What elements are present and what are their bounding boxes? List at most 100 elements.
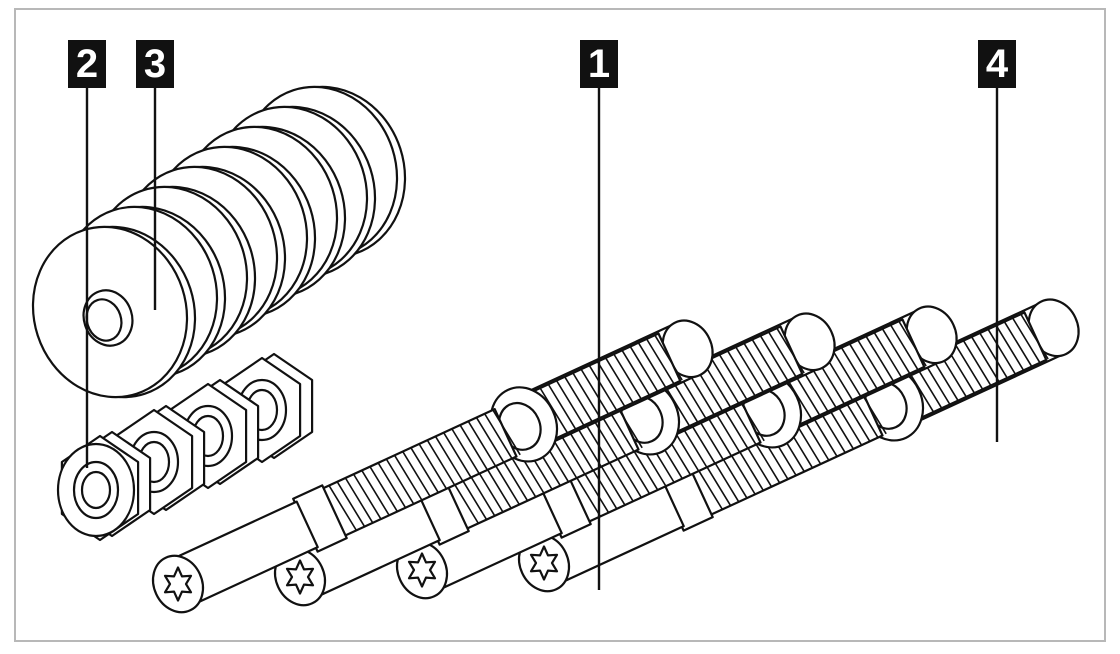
thread-line	[426, 439, 456, 486]
callout-4-label: 4	[985, 42, 1009, 86]
thread-line	[857, 339, 886, 386]
thread-line	[385, 458, 415, 505]
thread-line	[743, 441, 773, 488]
washer-stack	[31, 85, 407, 399]
thread-line	[393, 454, 423, 501]
thread-line	[605, 456, 634, 502]
thread-line	[555, 380, 585, 426]
thread-line	[727, 449, 756, 495]
thread-line	[483, 463, 512, 509]
thread-line	[1011, 317, 1041, 364]
thread-line	[629, 444, 659, 491]
anchor-rod-group	[151, 298, 1080, 614]
thread-line	[377, 462, 407, 509]
thread-line	[491, 459, 520, 505]
thread-line	[547, 383, 577, 430]
thread-line	[344, 477, 374, 524]
torx-socket-icon	[285, 559, 315, 595]
thread-line	[492, 409, 521, 456]
thread-line	[881, 328, 911, 374]
thread-line	[572, 372, 601, 419]
thread-line	[621, 349, 651, 396]
thread-line	[873, 332, 903, 378]
thread-line	[654, 334, 683, 381]
thread-line	[475, 417, 505, 463]
torx-socket-icon	[407, 552, 437, 588]
thread-line	[410, 447, 439, 493]
thread-line	[1003, 321, 1033, 367]
thread-line	[889, 324, 919, 371]
thread-line	[767, 331, 797, 378]
thread-line	[718, 452, 748, 499]
callout-4: 4	[978, 40, 1016, 88]
callout-2-label: 2	[75, 42, 99, 86]
thread-line	[840, 347, 870, 393]
thread-line	[596, 361, 626, 407]
thread-line	[987, 328, 1017, 375]
thread-line	[971, 336, 1000, 383]
thread-line	[418, 443, 448, 490]
thread-line	[451, 428, 480, 475]
thread-line	[645, 338, 675, 385]
thread-line	[759, 335, 789, 381]
thread-line	[710, 358, 740, 404]
thread-line	[995, 325, 1025, 371]
thread-line	[710, 456, 740, 503]
thread-line	[702, 460, 732, 507]
callout-leader-lines	[85, 88, 999, 590]
thread-line	[979, 332, 1008, 379]
anchor-rod	[395, 305, 958, 600]
thread-line	[751, 437, 781, 484]
anchor-rod	[517, 298, 1080, 593]
thread-line	[580, 467, 610, 514]
thread-line	[450, 478, 480, 524]
thread-line	[832, 351, 862, 397]
thread-line	[1020, 313, 1049, 360]
nut-stack	[56, 352, 314, 542]
thread-line	[751, 339, 781, 385]
thread-line	[458, 474, 488, 521]
thread-line	[605, 357, 634, 404]
thread-line	[328, 485, 358, 531]
thread-line	[865, 335, 895, 382]
thread-line	[898, 320, 927, 367]
callout-3-label: 3	[143, 42, 167, 86]
anchor-rod	[151, 319, 714, 614]
thread-line	[443, 432, 472, 478]
thread-line	[588, 463, 618, 510]
thread-line	[588, 365, 618, 411]
thread-line	[467, 420, 497, 467]
thread-line	[962, 340, 992, 386]
thread-line	[466, 470, 496, 517]
thread-line	[776, 327, 805, 374]
thread-line	[743, 342, 773, 389]
thread-line	[735, 445, 764, 491]
thread-line	[613, 452, 642, 498]
thread-line	[483, 413, 513, 459]
thread-line	[596, 459, 626, 506]
callout-1: 1	[580, 40, 618, 88]
thread-line	[369, 466, 398, 512]
thread-line	[954, 344, 984, 390]
thread-line	[499, 455, 529, 502]
thread-line	[336, 481, 366, 528]
thread-line	[564, 376, 593, 423]
callout-1-label: 1	[587, 42, 611, 86]
thread-line	[613, 353, 642, 400]
thread-line	[629, 346, 659, 392]
thread-line	[402, 451, 431, 497]
thread-line	[507, 451, 537, 498]
callout-2: 2	[68, 40, 106, 88]
thread-line	[572, 471, 602, 517]
callout-3: 3	[136, 40, 174, 88]
thread-line	[352, 473, 382, 520]
nut-front	[56, 442, 136, 538]
torx-socket-icon	[163, 566, 193, 602]
thread-line	[434, 436, 464, 482]
thread-line	[718, 354, 748, 400]
torx-socket-icon	[529, 545, 559, 581]
thread-line	[474, 466, 504, 513]
thread-line	[621, 448, 651, 495]
thread-line	[735, 346, 764, 393]
